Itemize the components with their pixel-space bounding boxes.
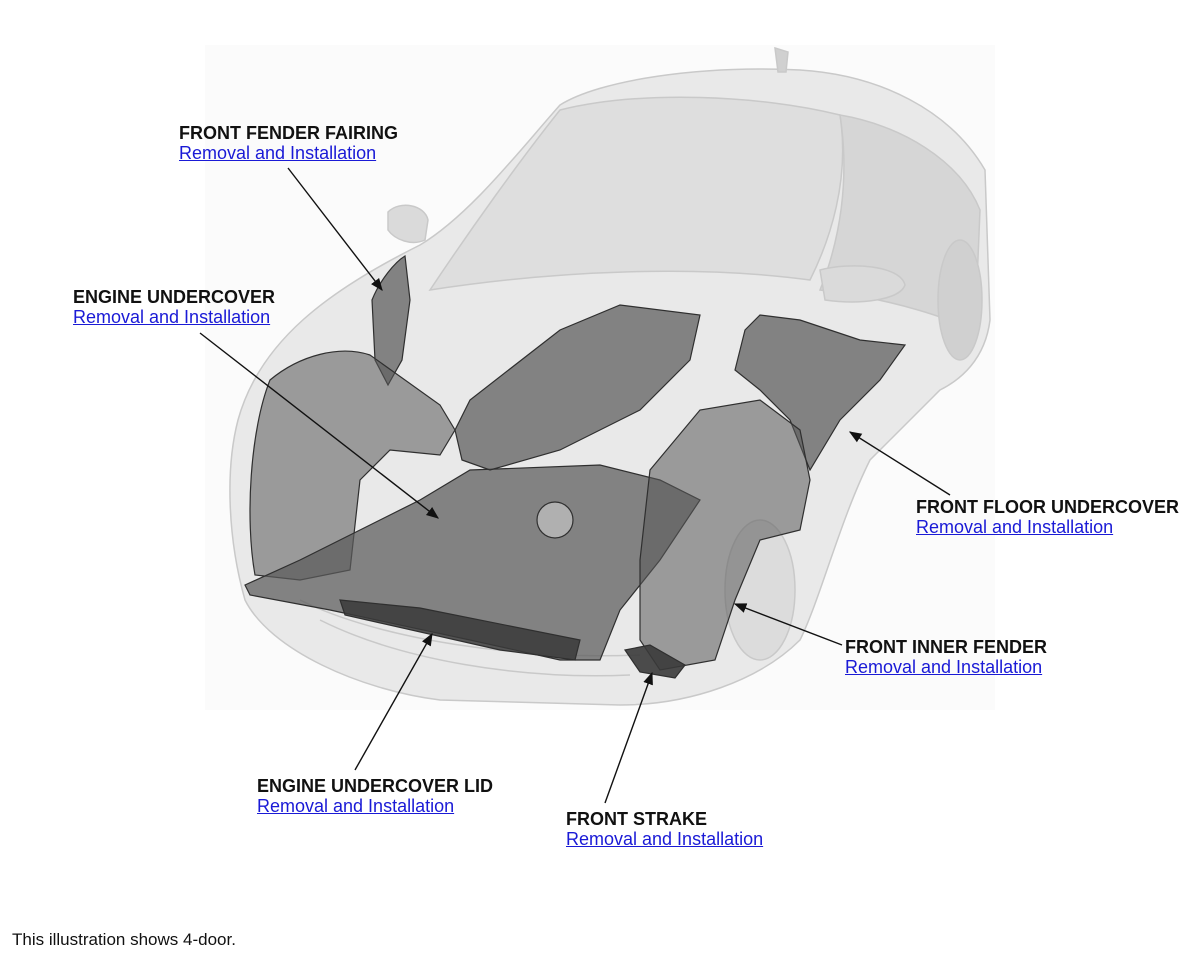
callout-title: FRONT STRAKE <box>566 809 707 829</box>
engine-undercover-lid-part <box>339 599 581 661</box>
front-floor-undercover-right-part <box>734 314 907 472</box>
callout-engine-undercover-lid: ENGINE UNDERCOVER LID Removal and Instal… <box>257 776 493 816</box>
callout-front-strake: FRONT STRAKE Removal and Installation <box>566 809 763 849</box>
leader-front-floor-undercover <box>848 431 951 496</box>
removal-installation-link[interactable]: Removal and Installation <box>916 517 1114 537</box>
callout-title: ENGINE UNDERCOVER <box>73 287 276 307</box>
removal-installation-link[interactable]: Removal and Installation <box>257 796 455 816</box>
leader-engine-undercover-lid <box>354 632 433 771</box>
callout-title: FRONT INNER FENDER <box>845 637 1047 657</box>
callout-title: FRONT FENDER FAIRING <box>179 123 398 143</box>
removal-installation-link[interactable]: Removal and Installation <box>73 307 271 327</box>
undercover-parts <box>244 255 907 679</box>
callout-front-fender-fairing: FRONT FENDER FAIRING Removal and Install… <box>179 123 398 163</box>
callout-front-floor-undercover: FRONT FLOOR UNDERCOVER Removal and Insta… <box>916 497 1179 537</box>
removal-installation-link[interactable]: Removal and Installation <box>179 143 377 163</box>
leader-lines <box>199 167 951 804</box>
leader-front-strake <box>604 671 653 804</box>
illustration-note: This illustration shows 4-door. <box>12 930 236 949</box>
removal-installation-link[interactable]: Removal and Installation <box>845 657 1043 677</box>
leader-front-inner-fender <box>733 603 843 646</box>
leader-engine-undercover <box>199 332 439 519</box>
right-inner-fender-part <box>639 399 811 671</box>
callout-engine-undercover: ENGINE UNDERCOVER Removal and Installati… <box>73 287 275 327</box>
callout-title: ENGINE UNDERCOVER LID <box>257 776 494 796</box>
front-floor-undercover-left-part <box>454 304 701 471</box>
callout-title: FRONT FLOOR UNDERCOVER <box>916 497 1179 517</box>
callout-front-inner-fender: FRONT INNER FENDER Removal and Installat… <box>845 637 1047 677</box>
removal-installation-link[interactable]: Removal and Installation <box>566 829 764 849</box>
front-strake-part <box>623 644 686 679</box>
leader-front-fender-fairing <box>287 167 383 291</box>
